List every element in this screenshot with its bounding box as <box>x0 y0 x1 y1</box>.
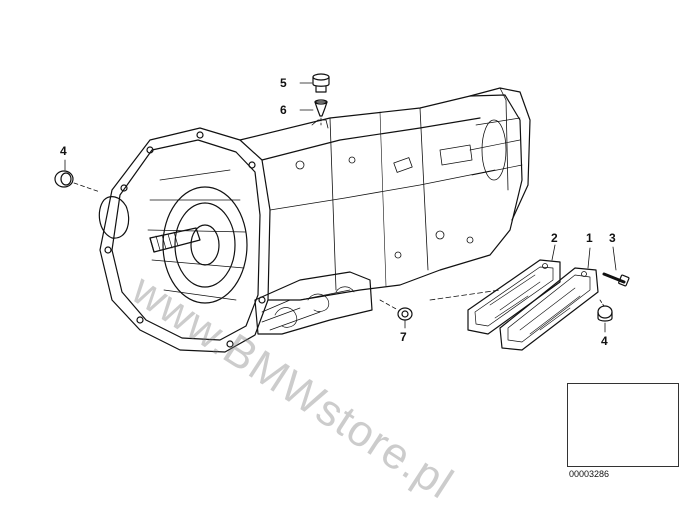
callout-7: 7 <box>400 330 407 344</box>
part-3-bolt <box>602 246 630 287</box>
document-number: 00003286 <box>569 469 610 479</box>
callout-5: 5 <box>280 76 287 90</box>
callout-4-right: 4 <box>601 334 608 348</box>
callout-4-left: 4 <box>60 144 67 158</box>
car-location-thumbnail-frame <box>567 383 679 467</box>
part-2-gasket <box>467 244 561 335</box>
part-5-plug <box>299 73 330 93</box>
part-6-breather <box>299 99 328 126</box>
callout-1: 1 <box>586 231 593 245</box>
part-4-right-plug <box>597 299 613 333</box>
callout-6: 6 <box>280 103 287 117</box>
part-4-left-plug <box>54 159 101 193</box>
transmission-housing <box>98 87 531 353</box>
part-1-cover <box>429 247 599 351</box>
callout-3: 3 <box>609 231 616 245</box>
part-7-seal <box>379 299 413 329</box>
callout-2: 2 <box>551 231 558 245</box>
